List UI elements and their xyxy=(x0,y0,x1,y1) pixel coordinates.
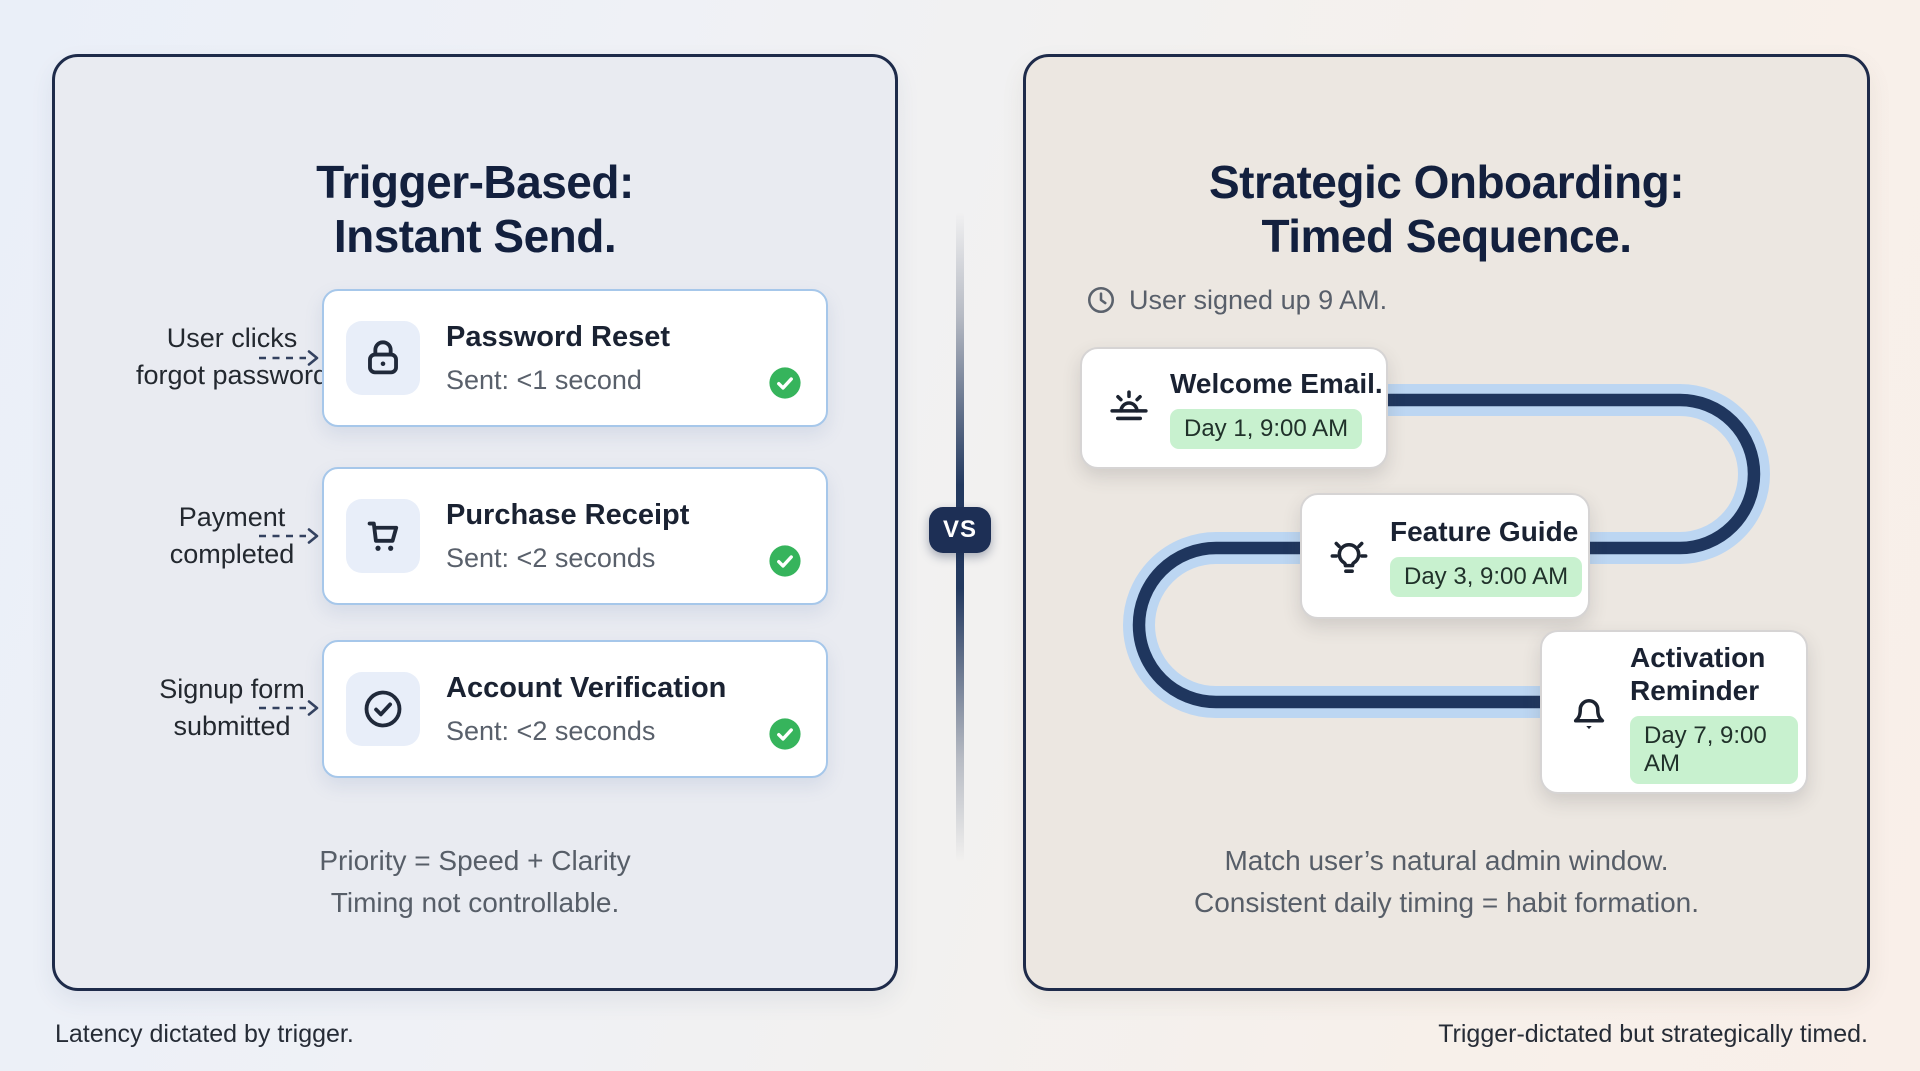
card-status: Sent: <2 seconds xyxy=(446,715,656,746)
trigger-label-forgot-password: User clicks forgot password xyxy=(82,320,382,394)
signup-note: User signed up 9 AM. xyxy=(1085,284,1387,316)
card-text: Welcome Email. Day 1, 9:00 AM xyxy=(1170,367,1383,449)
trigger-label-line: forgot password xyxy=(135,360,329,390)
lightbulb-icon xyxy=(1330,541,1368,573)
card-text: Account Verification Sent: <2 seconds xyxy=(446,672,726,747)
card-title: Activation Reminder xyxy=(1630,641,1766,706)
icon-square xyxy=(346,672,420,746)
day-badge: Day 3, 9:00 AM xyxy=(1390,557,1583,597)
card-title: Purchase Receipt xyxy=(446,498,690,531)
right-summary-line1: Match user’s natural admin window. xyxy=(1224,845,1669,876)
card-title: Feature Guide xyxy=(1390,516,1579,547)
left-panel-title: Trigger-Based: Instant Send. xyxy=(55,155,895,263)
card-password-reset: Password Reset Sent: <1 second xyxy=(322,289,828,427)
card-text: Feature Guide Day 3, 9:00 AM xyxy=(1390,515,1583,597)
card-title: Account Verification xyxy=(446,671,727,704)
card-text: Activation Reminder Day 7, 9:00 AM xyxy=(1630,641,1798,784)
card-text: Purchase Receipt Sent: <2 seconds xyxy=(446,499,689,574)
card-title: Welcome Email. xyxy=(1170,368,1383,399)
dashed-arrow-icon xyxy=(259,528,319,544)
signup-note-text: User signed up 9 AM. xyxy=(1129,284,1388,315)
icon-square xyxy=(346,499,420,573)
icon-square xyxy=(346,321,420,395)
card-activation-reminder: Activation Reminder Day 7, 9:00 AM xyxy=(1540,630,1808,794)
left-summary: Priority = Speed + Clarity Timing not co… xyxy=(52,840,898,924)
right-title-line2: Timed Sequence. xyxy=(1261,210,1632,262)
bell-icon xyxy=(1573,698,1605,730)
right-title-line1: Strategic Onboarding: xyxy=(1208,156,1685,208)
day-badge: Day 1, 9:00 AM xyxy=(1170,409,1363,449)
trigger-label-line: User clicks xyxy=(166,323,298,353)
trigger-label-line: Signup form xyxy=(159,674,305,704)
trigger-label-signup: Signup form submitted xyxy=(82,671,382,745)
left-title-line2: Instant Send. xyxy=(333,210,617,262)
vs-label: VS xyxy=(942,516,977,543)
card-welcome-email: Welcome Email. Day 1, 9:00 AM xyxy=(1080,347,1388,469)
trigger-label-payment: Payment completed xyxy=(82,499,382,573)
cart-icon xyxy=(367,521,399,551)
left-title-line1: Trigger-Based: xyxy=(316,156,634,208)
check-badge-icon xyxy=(769,367,801,399)
dashed-arrow-icon xyxy=(259,350,319,366)
right-footer-note: Trigger-dictated but strategically timed… xyxy=(1438,1020,1868,1048)
left-summary-line1: Priority = Speed + Clarity xyxy=(319,845,631,876)
card-title: Password Reset xyxy=(446,320,671,353)
dashed-arrow-icon xyxy=(259,700,319,716)
card-text: Password Reset Sent: <1 second xyxy=(446,321,670,396)
card-status: Sent: <1 second xyxy=(446,364,642,395)
clock-icon xyxy=(1087,286,1115,314)
check-badge-icon xyxy=(769,718,801,750)
trigger-label-line: Payment xyxy=(178,502,286,532)
check-badge-icon xyxy=(769,545,801,577)
check-circle-icon xyxy=(364,690,402,728)
day-badge: Day 7, 9:00 AM xyxy=(1630,715,1798,784)
right-summary-line2: Consistent daily timing = habit formatio… xyxy=(1193,887,1700,918)
vs-badge: VS xyxy=(929,507,991,553)
card-feature-guide: Feature Guide Day 3, 9:00 AM xyxy=(1300,493,1590,619)
sunrise-icon xyxy=(1110,390,1148,421)
right-summary: Match user’s natural admin window. Consi… xyxy=(1023,840,1870,924)
left-footer-note: Latency dictated by trigger. xyxy=(55,1020,354,1048)
card-account-verification: Account Verification Sent: <2 seconds xyxy=(322,640,828,778)
lock-icon xyxy=(368,340,398,375)
trigger-label-line: completed xyxy=(169,539,295,569)
left-summary-line2: Timing not controllable. xyxy=(330,887,620,918)
right-panel-title: Strategic Onboarding: Timed Sequence. xyxy=(1026,155,1867,263)
trigger-label-line: submitted xyxy=(173,711,291,741)
card-status: Sent: <2 seconds xyxy=(446,542,656,573)
card-purchase-receipt: Purchase Receipt Sent: <2 seconds xyxy=(322,467,828,605)
